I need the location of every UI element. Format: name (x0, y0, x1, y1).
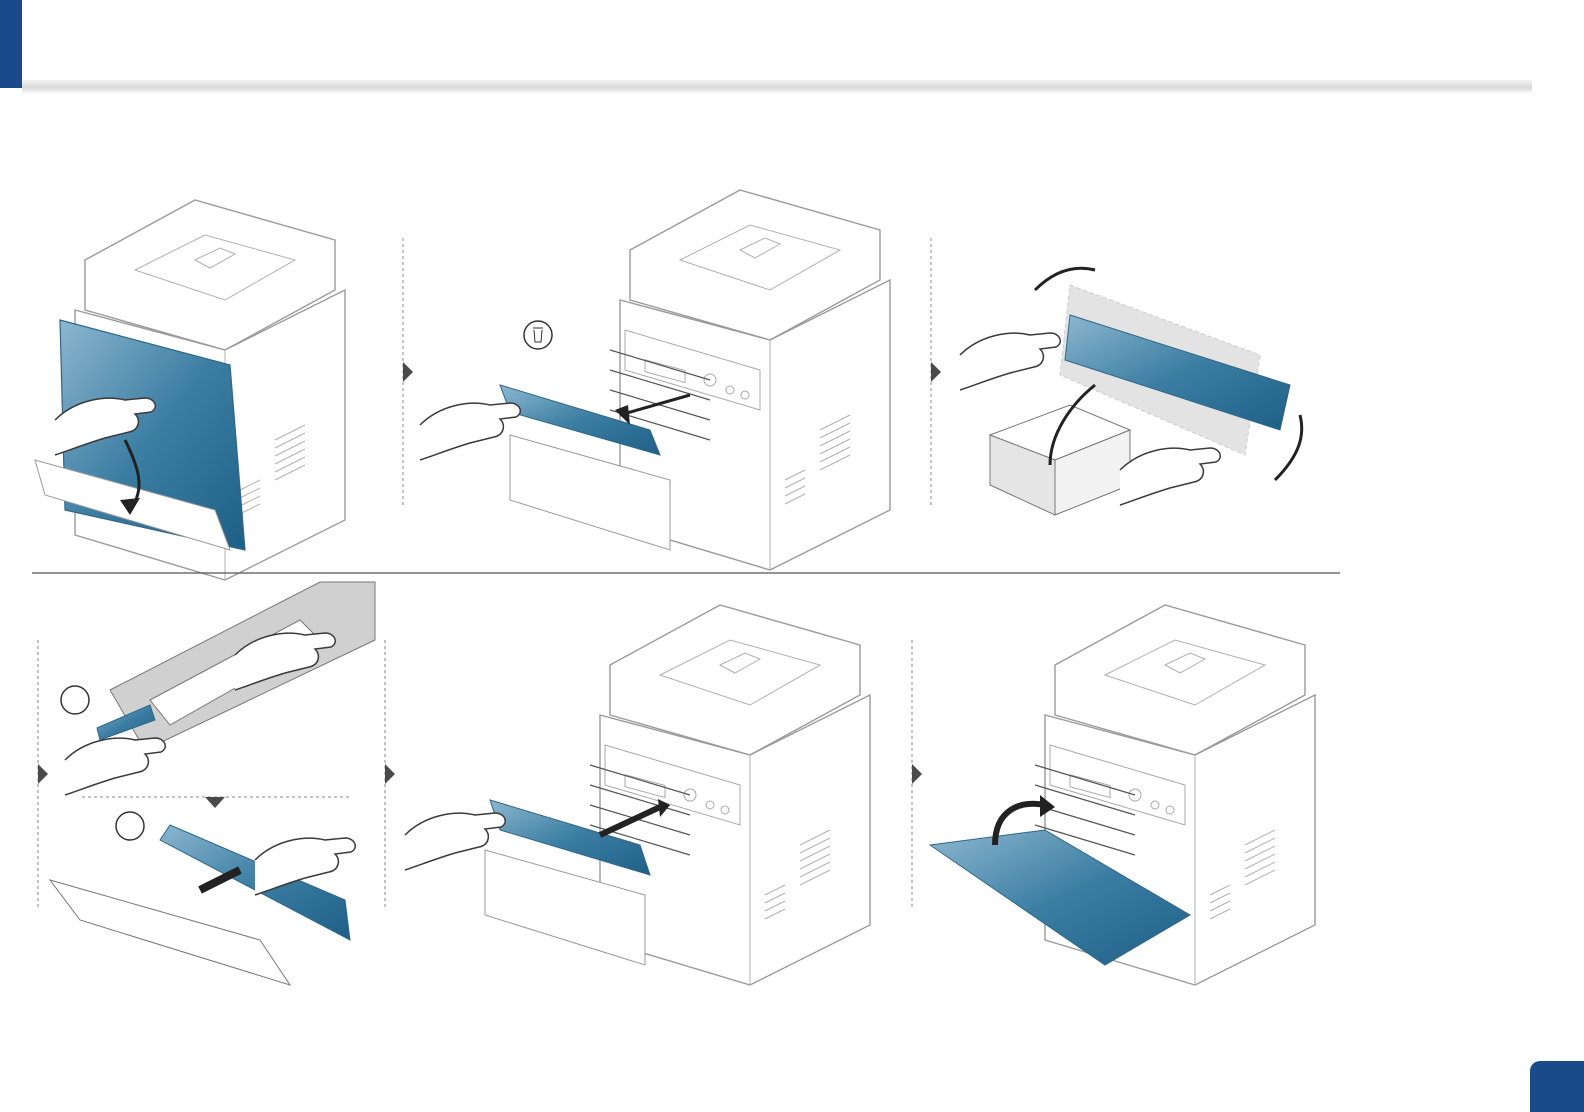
play-triangle-icon (403, 362, 413, 382)
step-insert-cartridge (405, 605, 870, 985)
play-triangle-icon (912, 764, 922, 784)
step-remove-cover (38, 582, 375, 985)
step-shake-cartridge (960, 268, 1302, 515)
step-pull-cartridge (420, 190, 890, 570)
trash-recycle-icon (61, 686, 89, 714)
chevron-down-icon (205, 797, 225, 808)
step-open-cover (35, 200, 345, 580)
trash-recycle-icon (524, 321, 552, 349)
play-triangle-icon (385, 764, 395, 784)
page-number-badge (1530, 1061, 1584, 1112)
play-triangle-icon (931, 362, 941, 382)
step-close-cover (930, 605, 1315, 985)
trash-recycle-icon (116, 812, 144, 840)
play-triangle-icon (38, 764, 48, 784)
